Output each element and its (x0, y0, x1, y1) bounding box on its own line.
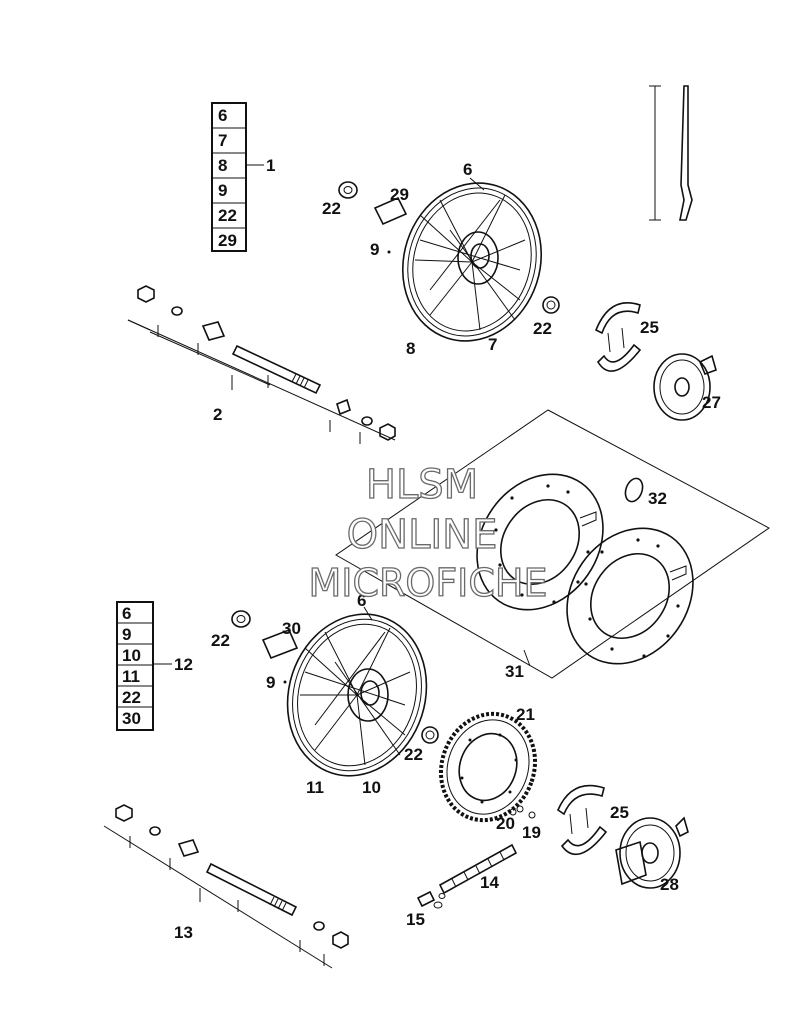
callout-20: 20 (496, 814, 515, 833)
callout-22: 22 (404, 745, 423, 764)
callout-1: 1 (266, 156, 275, 175)
callout-13: 13 (174, 923, 193, 942)
watermark: HLSM ONLINE MICROFICHE (308, 461, 548, 605)
watermark-line-2: ONLINE (347, 512, 498, 558)
kit-rear-item: 9 (122, 625, 131, 644)
watermark-line-3: MICROFICHE (308, 561, 547, 605)
kit-front-item: 9 (218, 181, 227, 200)
sprocket: 21 (438, 705, 538, 823)
kit-front-item: 6 (218, 106, 227, 125)
callout-8: 8 (406, 339, 415, 358)
kit-rear-item: 11 (122, 667, 140, 686)
drive-chain: 14 (438, 843, 518, 895)
kit-box-front: 6 7 8 9 22 29 1 (211, 102, 275, 252)
callout-22: 22 (322, 199, 341, 218)
sprocket-fasteners: 20 19 (496, 805, 541, 842)
kit-rear-item: 30 (122, 709, 141, 728)
rear-axle-assembly: 13 (103, 804, 349, 969)
kit-box-rear: 6 9 10 11 22 30 12 (116, 601, 193, 731)
callout-12: 12 (174, 655, 193, 674)
kit-rear-item: 22 (122, 688, 141, 707)
callout-11: 11 (306, 778, 324, 797)
callout-28: 28 (660, 875, 679, 894)
front-brake-shoes: 25 (594, 302, 659, 372)
front-wheel: 6 7 8 9 (370, 160, 543, 358)
callout-15: 15 (406, 910, 425, 929)
front-brake-plate: 27 (653, 353, 721, 421)
front-axle-assembly: 2 (127, 285, 396, 444)
callout-29: 29 (390, 185, 409, 204)
kit-front-item: 22 (218, 206, 237, 225)
kit-front-item: 29 (218, 231, 237, 250)
callout-21: 21 (516, 705, 535, 724)
callout-19: 19 (522, 823, 541, 842)
callout-32: 32 (648, 489, 667, 508)
callout-9: 9 (370, 240, 379, 259)
callout-9: 9 (266, 673, 275, 692)
callout-25: 25 (640, 318, 659, 337)
watermark-line-1: HLSM (366, 462, 478, 508)
callout-6: 6 (463, 160, 472, 179)
callout-10: 10 (362, 778, 381, 797)
callout-22: 22 (211, 631, 230, 650)
kit-front-item: 8 (218, 156, 227, 175)
rear-brake-plate: 28 (615, 816, 689, 894)
gasket-set: 31 32 (335, 409, 770, 681)
rear-brake-shoes: 25 (556, 784, 629, 856)
rear-bearing-spacer: 22 30 22 (211, 610, 439, 764)
rear-wheel: 6 9 11 10 (266, 591, 428, 797)
front-bearing-spacer: 22 29 22 (322, 181, 560, 338)
callout-27: 27 (702, 393, 721, 412)
kit-rear-item: 10 (122, 646, 141, 665)
callout-7: 7 (488, 335, 497, 354)
kit-front-item: 7 (218, 131, 227, 150)
callout-30: 30 (282, 619, 301, 638)
callout-22: 22 (533, 319, 552, 338)
callout-14: 14 (480, 873, 499, 892)
callout-31: 31 (505, 662, 524, 681)
callout-2: 2 (213, 405, 222, 424)
callout-25: 25 (610, 803, 629, 822)
master-link: 15 (406, 890, 446, 929)
callout-6: 6 (357, 591, 366, 610)
kit-rear-item: 6 (122, 604, 131, 623)
spoke-part (649, 85, 693, 221)
